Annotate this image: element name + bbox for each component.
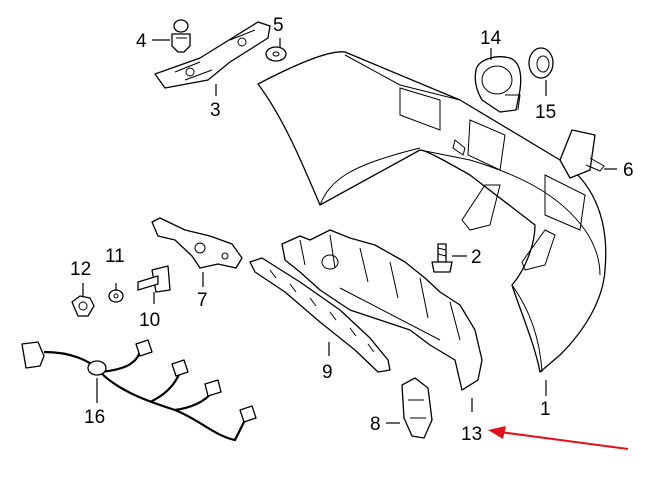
mounting-rail-part[interactable] <box>249 257 391 373</box>
flat-washer-part[interactable] <box>108 289 124 303</box>
label-part-3: 3 <box>210 100 221 121</box>
label-part-4: 4 <box>136 31 147 52</box>
label-part-12: 12 <box>70 259 91 280</box>
stud-bolt-part[interactable] <box>137 265 171 293</box>
side-bracket-part[interactable] <box>151 217 243 269</box>
wiring-harness-part[interactable] <box>21 339 257 442</box>
label-part-14: 14 <box>480 28 502 49</box>
label-part-8: 8 <box>370 414 381 435</box>
guide-bracket-part[interactable] <box>154 21 271 89</box>
label-part-16: 16 <box>84 407 105 428</box>
washer-part[interactable] <box>265 46 287 62</box>
label-part-15: 15 <box>535 102 556 123</box>
label-part-2: 2 <box>471 247 482 268</box>
bolt-part[interactable] <box>431 243 453 273</box>
nut-part[interactable] <box>71 295 95 317</box>
label-part-5: 5 <box>273 15 284 36</box>
sensor-bracket-part[interactable] <box>401 377 433 439</box>
label-part-10: 10 <box>139 310 160 331</box>
tow-hook-cover-part[interactable] <box>559 129 605 179</box>
label-part-11: 11 <box>105 246 125 267</box>
label-part-6: 6 <box>623 160 634 181</box>
label-part-1: 1 <box>540 399 551 420</box>
label-part-13: 13 <box>461 424 482 445</box>
label-part-7: 7 <box>197 290 208 311</box>
energy-absorber-part[interactable] <box>281 229 483 391</box>
push-pin-part[interactable] <box>171 19 191 53</box>
leader-lines <box>82 38 617 424</box>
part-labels: 4 5 3 14 15 6 2 12 11 7 10 9 1 8 13 16 <box>70 15 634 445</box>
highlight-arrow <box>488 426 629 450</box>
sensor-ring-part[interactable] <box>528 47 554 79</box>
parking-sensor-part[interactable] <box>474 56 522 113</box>
label-part-9: 9 <box>322 362 333 383</box>
